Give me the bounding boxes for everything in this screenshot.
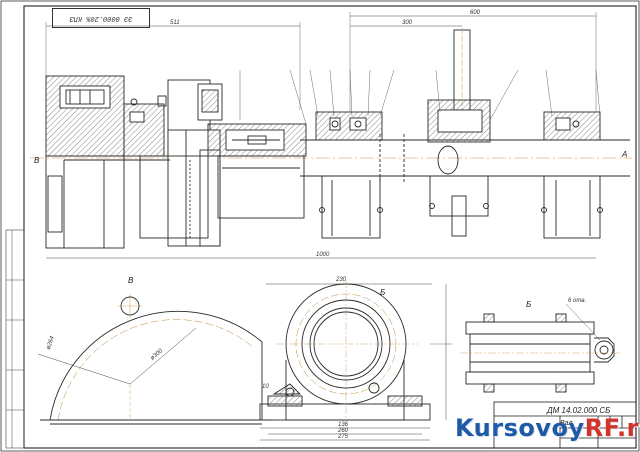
left-margin-strip [5, 229, 25, 449]
dim-1000: 1000 [316, 252, 330, 258]
view-v-cover [37, 294, 272, 425]
view-label-b: Б [526, 300, 532, 309]
dim-275: 275 [338, 434, 349, 440]
watermark-logo: KursovoyRF.ru [455, 414, 640, 442]
view-label-v: В [128, 276, 134, 285]
view-label-b-arrow: Б [380, 288, 386, 297]
part-name: Вал [560, 420, 573, 427]
doc-number: ДМ 14.02.000 СБ [547, 406, 611, 415]
dim-230: 230 [336, 277, 347, 283]
watermark-main: Kursovoy [455, 414, 585, 442]
stamp-code: ЭЭ 0000.20% КПЗ [52, 8, 150, 28]
dim-holes: 6 отв. [568, 298, 587, 304]
shaft-assembly [30, 12, 632, 259]
dim-136: 136 [338, 422, 349, 428]
watermark-accent: RF.ru [584, 414, 640, 442]
title-block [493, 401, 637, 449]
dim-300: 300 [402, 20, 413, 26]
view-label-a-arrow: А [622, 150, 628, 159]
dim-600: 600 [470, 10, 481, 16]
dim-10: 10 [262, 384, 269, 390]
sheet-inner-frame [23, 5, 637, 449]
dim-511: 511 [170, 20, 180, 26]
view-a-bearing-housing [259, 280, 452, 441]
view-b-side-section [460, 303, 620, 393]
dim-260: 260 [338, 428, 349, 434]
view-label-v-section: В [34, 156, 40, 165]
